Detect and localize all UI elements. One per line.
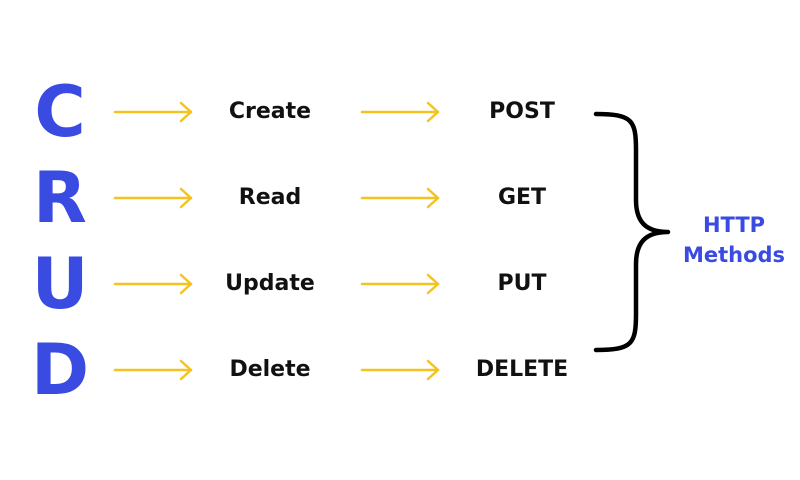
crud-letter-u: U — [31, 243, 89, 325]
operation-label: Read — [238, 185, 302, 210]
arrow-right-icon — [113, 359, 193, 381]
crud-row-update: U Update PUT — [0, 244, 600, 324]
http-method-label: PUT — [497, 271, 547, 296]
arrow-right-icon — [113, 101, 193, 123]
http-methods-label-line2: Methods — [682, 243, 786, 267]
crud-letter-r: R — [33, 157, 87, 239]
crud-row-read: R Read GET — [0, 158, 600, 238]
arrow-right-icon — [113, 273, 193, 295]
crud-row-create: C Create POST — [0, 72, 600, 152]
arrow-right-icon — [360, 273, 440, 295]
http-method-label: GET — [497, 185, 547, 210]
arrow-right-icon — [360, 359, 440, 381]
crud-letter-d: D — [30, 329, 90, 411]
crud-row-delete: D Delete DELETE — [0, 330, 600, 410]
arrow-right-icon — [360, 187, 440, 209]
curly-brace-icon — [593, 111, 671, 353]
http-methods-label: HTTP Methods — [668, 210, 800, 270]
http-method-label: DELETE — [475, 357, 569, 382]
http-methods-label-line1: HTTP — [702, 213, 766, 237]
operation-label: Delete — [229, 357, 311, 382]
operation-label: Update — [225, 271, 315, 296]
crud-letter-c: C — [34, 71, 86, 153]
arrow-right-icon — [360, 101, 440, 123]
operation-label: Create — [228, 99, 312, 124]
arrow-right-icon — [113, 187, 193, 209]
http-method-label: POST — [489, 99, 555, 124]
